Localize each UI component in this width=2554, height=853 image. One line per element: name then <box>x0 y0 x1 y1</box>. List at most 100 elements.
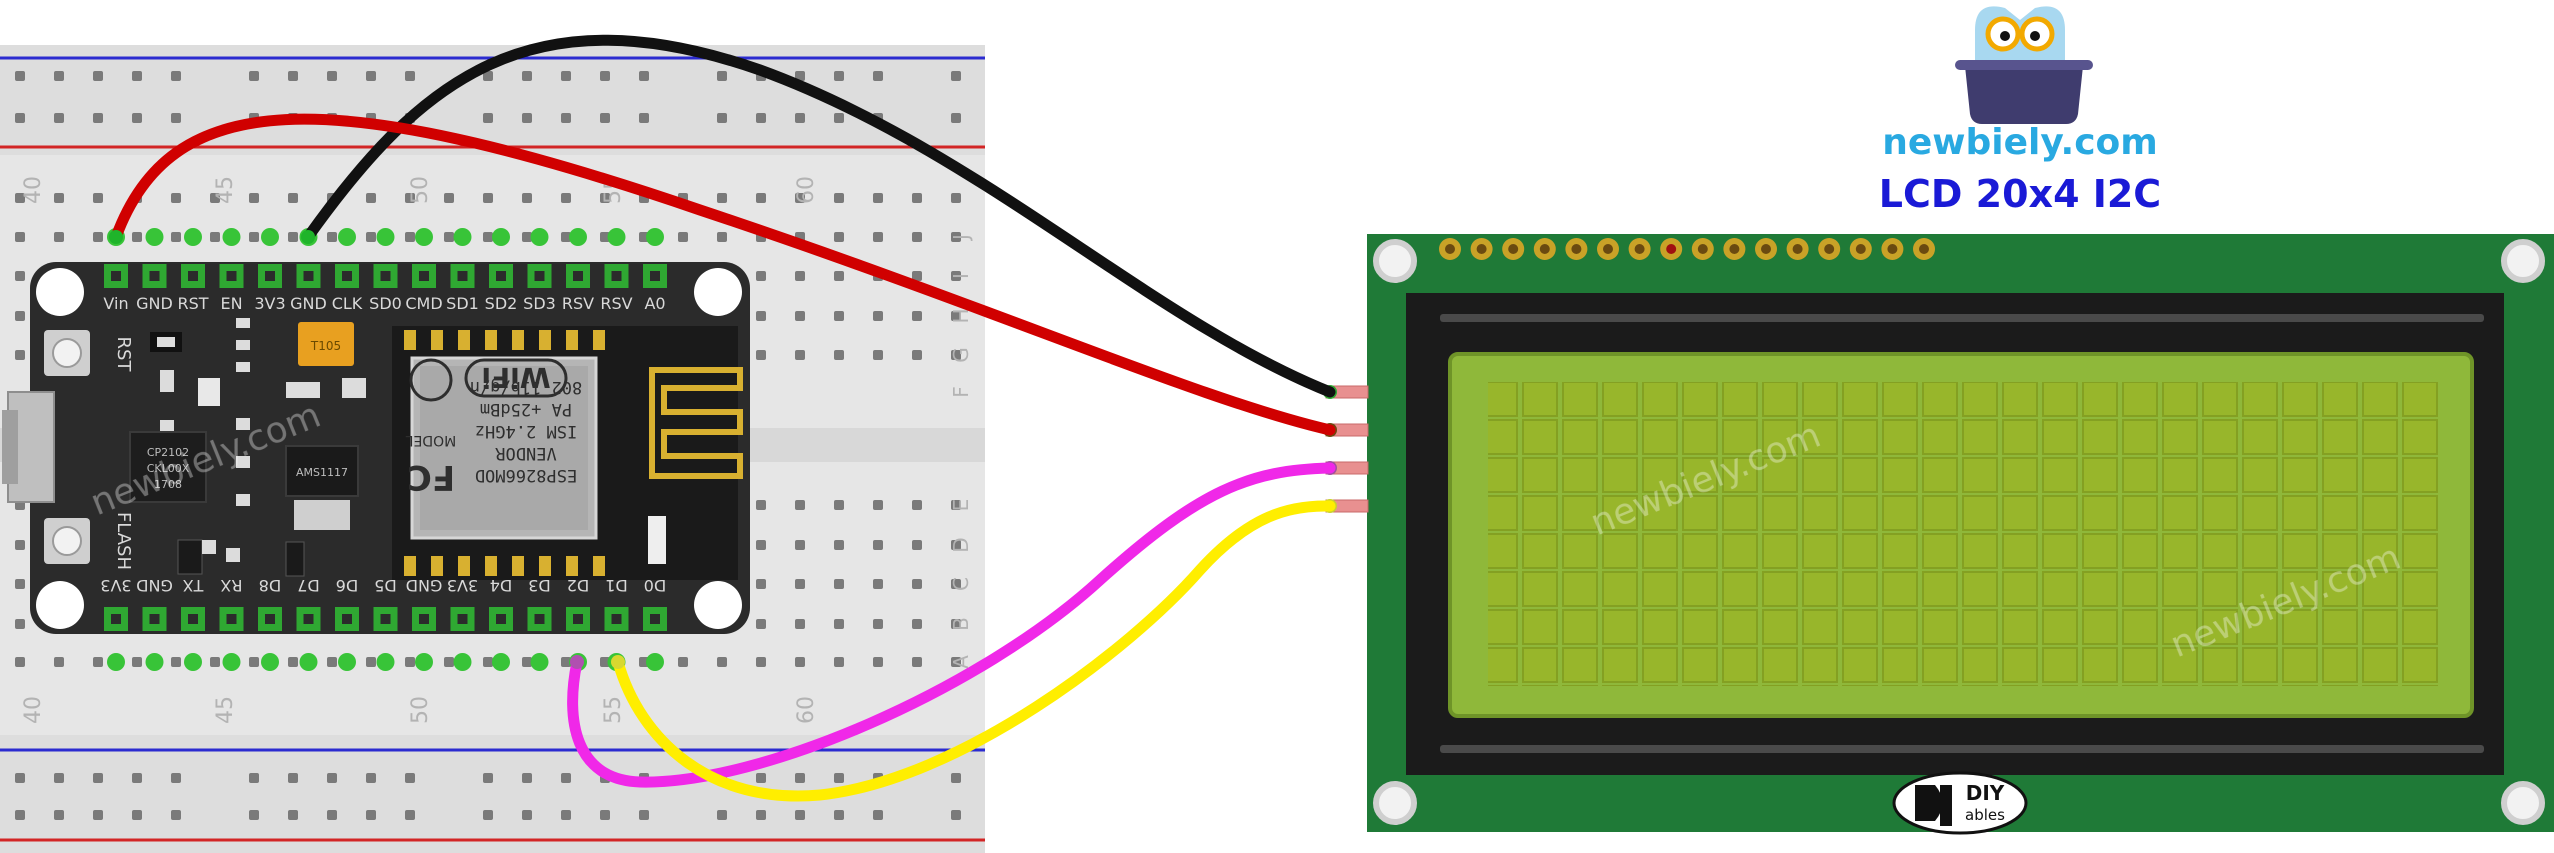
lcd-character-grid <box>1488 382 2440 686</box>
breadboard-pin-top <box>222 228 241 246</box>
lcd-module: DIY ables <box>1323 234 2554 835</box>
breadboard-pin-top <box>261 228 279 246</box>
pin-label: D3 <box>528 576 551 595</box>
regulator-label: AMS1117 <box>296 466 348 479</box>
pin-label: 3V3 <box>254 294 285 313</box>
breadboard-pin-bottom <box>222 653 241 671</box>
pin-label: D8 <box>259 576 282 595</box>
pin-label: D4 <box>490 576 513 595</box>
pin-label: EN <box>220 294 242 313</box>
column-number: 40 <box>21 696 46 724</box>
module-text-line: VENDOR <box>495 443 557 463</box>
breadboard-pin-top <box>453 228 472 246</box>
pin-label: 3V3 <box>100 576 131 595</box>
column-number: 50 <box>408 176 433 204</box>
module-text-line: 802.11b/g/n <box>470 377 583 397</box>
diyables-logo: DIY ables <box>1892 771 2028 835</box>
pin-label: CMD <box>405 294 442 313</box>
pin-label: Vin <box>103 294 128 313</box>
brand-site-name[interactable]: newbiely.com <box>1882 122 2158 163</box>
pin-label: TX <box>183 576 205 595</box>
module-text-line: ESP8266MOD <box>475 465 577 485</box>
column-number: 60 <box>794 176 819 204</box>
column-number: 50 <box>408 696 433 724</box>
pin-label: CLK <box>332 294 363 313</box>
breadboard-pin-top <box>184 228 202 246</box>
flash-button: FLASH <box>44 512 134 570</box>
column-number: 40 <box>21 176 46 204</box>
pin-label: D0 <box>644 576 667 595</box>
breadboard-pin-bottom <box>646 653 664 671</box>
breadboard-pin-top <box>145 228 164 246</box>
pin-label: D6 <box>336 576 359 595</box>
chip-date: 1708 <box>154 478 182 491</box>
breadboard-pin-top <box>569 228 587 246</box>
fcc-logo: FC <box>407 457 455 497</box>
wifi-logo: WiFi <box>481 361 550 394</box>
module-pads <box>404 330 605 576</box>
column-number: 45 <box>213 176 238 204</box>
espressif-logo <box>409 358 453 402</box>
owl-laptop-logo <box>1955 6 2093 124</box>
pin-label: SD3 <box>523 294 556 313</box>
pin-label: SD2 <box>485 294 518 313</box>
pin-label: SD1 <box>446 294 479 313</box>
pin-label: D7 <box>297 576 320 595</box>
breadboard-pin-top <box>492 228 510 246</box>
row-letter: D <box>949 537 973 552</box>
pin-label: 3V3 <box>447 576 478 595</box>
usb-serial-chip: CP2102 CKL00X 1708 <box>129 431 207 503</box>
chip-code: CKL00X <box>147 462 190 475</box>
row-letter: E <box>949 499 973 512</box>
breadboard-pin-bottom <box>107 653 125 671</box>
voltage-regulator: AMS1117 <box>285 445 359 530</box>
lcd-i2c-pins <box>1323 385 1369 513</box>
row-letter: F <box>949 386 973 398</box>
module-text-line: ISM 2.4GHz <box>475 421 577 441</box>
pin-label: GND <box>136 294 173 313</box>
pin-label: RX <box>220 576 242 595</box>
breadboard-pin-top <box>530 228 549 246</box>
svg-text:DIY: DIY <box>1966 781 2005 805</box>
rst-button: RST <box>44 330 134 376</box>
column-number: 55 <box>601 696 626 724</box>
chip-label: CP2102 <box>147 446 189 459</box>
diagram-title: LCD 20x4 I2C <box>1878 172 2162 216</box>
pin-label: A0 <box>644 294 665 313</box>
flash-button-label: FLASH <box>113 512 134 570</box>
module-model: MODEL <box>406 432 457 448</box>
module-antenna <box>649 367 743 479</box>
breadboard-pin-bottom <box>338 653 356 671</box>
wire-ground <box>302 34 1336 398</box>
lcd-mount-holes <box>1373 239 2545 825</box>
lcd-header-pins <box>1439 238 1935 260</box>
rst-button-label: RST <box>113 337 134 373</box>
breadboard-pin-top <box>607 228 626 246</box>
cap-label: T105 <box>310 339 341 353</box>
pin-label: D5 <box>374 576 397 595</box>
pin-label: RSV <box>600 294 632 313</box>
pin-label: SD0 <box>369 294 402 313</box>
breadboard-pin-top <box>338 228 356 246</box>
wire-power <box>110 113 1336 436</box>
wire-scl <box>612 500 1336 802</box>
column-number: 60 <box>794 696 819 724</box>
row-letter: B <box>949 617 973 631</box>
row-letter: I <box>949 273 973 279</box>
wires <box>109 34 1336 802</box>
row-letter: J <box>949 234 973 242</box>
breadboard-pin-bottom <box>376 653 395 671</box>
breadboard-pin-bottom <box>299 653 318 671</box>
column-number: 45 <box>213 696 238 724</box>
row-letter: H <box>949 308 973 323</box>
breadboard-pin-bottom <box>453 653 472 671</box>
row-letter: A <box>949 655 973 669</box>
pin-label: D1 <box>605 576 628 595</box>
breadboard-pin-bottom <box>184 653 202 671</box>
